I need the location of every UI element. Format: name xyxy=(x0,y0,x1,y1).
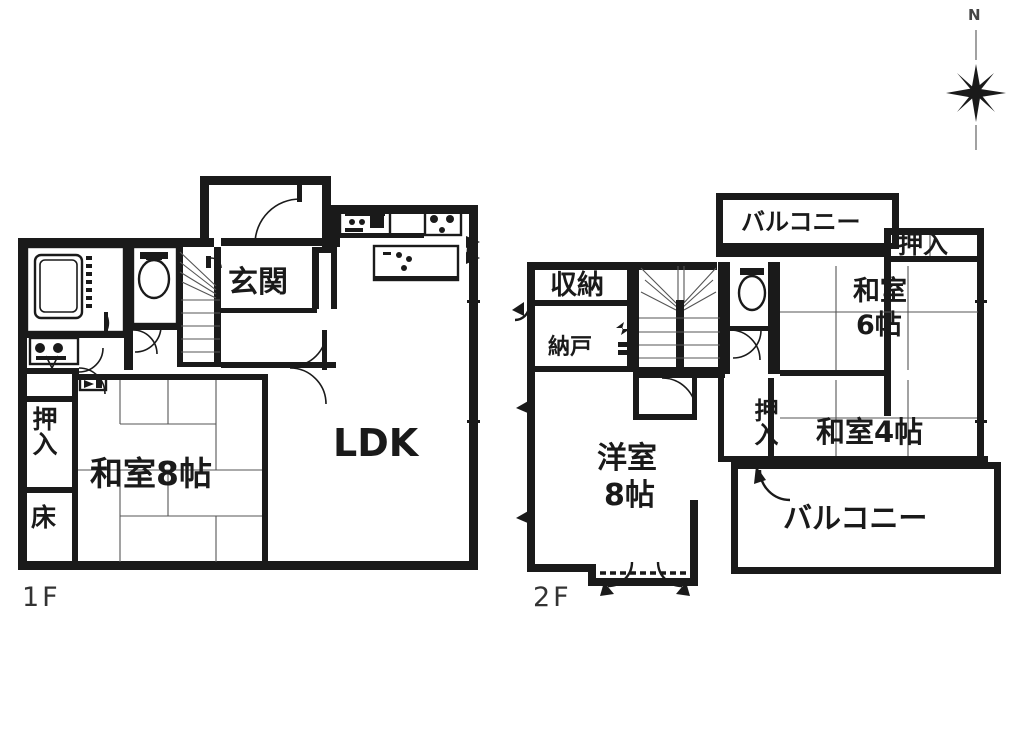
room-label-shuno: 収納 xyxy=(550,270,604,301)
balcony-north-2f xyxy=(716,193,899,249)
room-label-oshiire-2f-mid: 押入 xyxy=(750,398,778,446)
washbasin-icon xyxy=(28,336,80,369)
room-label-toko: 床 xyxy=(31,503,57,532)
room-label-nando: 納戸 xyxy=(548,335,593,360)
balcony-south-2f xyxy=(731,462,1001,574)
floor-tag-1f: 1F xyxy=(22,582,61,613)
side-door-1f xyxy=(466,236,480,265)
room-label-yoshitsu-8-size: 8帖 xyxy=(604,478,655,513)
exterior-walls-2f xyxy=(527,228,984,586)
toilet-2f xyxy=(724,262,774,374)
stove-icon xyxy=(423,207,463,237)
toilet-1f xyxy=(131,245,179,355)
window-west-upper xyxy=(516,398,534,416)
room-label-balcony-south: バルコニー xyxy=(783,501,928,535)
window-west-lower xyxy=(516,508,534,526)
room-label-washitsu-4: 和室4帖 xyxy=(816,415,924,449)
room-label-balcony-north: バルコニー xyxy=(741,208,861,236)
bathtub-icon xyxy=(33,253,92,320)
toilet-icon xyxy=(137,252,171,300)
staircase-1f xyxy=(177,247,222,367)
room-label-oshiire-1f: 押入 xyxy=(29,406,58,456)
floor-1-plan xyxy=(18,176,480,570)
kitchen-1f xyxy=(338,207,480,282)
storage-2f xyxy=(512,262,633,372)
compass-north-label: N xyxy=(968,6,981,24)
floor-tag-2f: 2F xyxy=(533,582,572,613)
compass-star-icon xyxy=(946,30,1006,150)
bathroom-1f xyxy=(25,245,126,334)
floor-2-plan xyxy=(512,193,1001,596)
room-label-washitsu-8: 和室8帖 xyxy=(90,454,212,493)
room-label-oshiire-2f-ne: 押入 xyxy=(898,230,949,259)
staircase-2f xyxy=(633,262,724,372)
room-label-washitsu-6: 和室 xyxy=(853,276,907,307)
room-label-yoshitsu-8: 洋室 xyxy=(597,441,657,476)
ldk-1f xyxy=(85,300,480,568)
room-label-washitsu-6-size: 6帖 xyxy=(856,310,902,341)
rooms-east-2f xyxy=(718,235,988,462)
yoshitsu-8-2f xyxy=(516,398,690,596)
hallway-2f xyxy=(633,372,725,420)
kitchen-sink-icon xyxy=(338,207,392,237)
genkan-1f xyxy=(221,178,336,405)
washitsu-8-1f xyxy=(18,374,268,564)
toilet-icon xyxy=(737,268,767,312)
room-label-genkan: 玄関 xyxy=(228,265,288,300)
room-label-ldk: LDK xyxy=(333,421,419,465)
